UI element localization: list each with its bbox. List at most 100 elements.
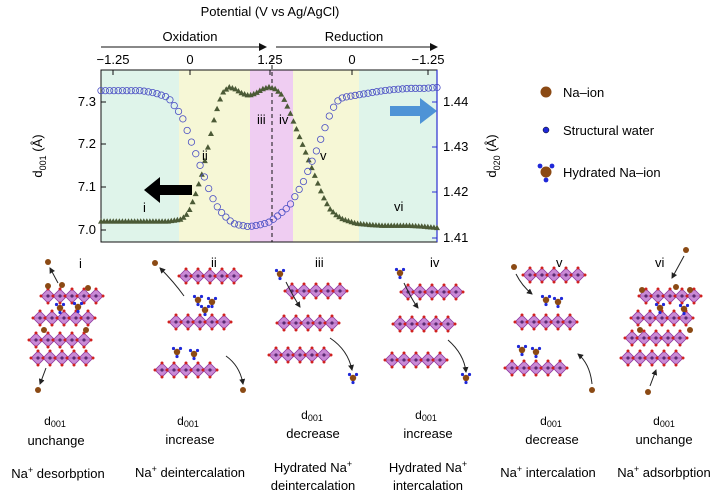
d001-point — [189, 198, 196, 205]
d020-point — [295, 185, 303, 194]
d020-point — [222, 213, 230, 221]
panel-iv-change: increase — [403, 426, 452, 441]
panel-roman-i: i — [79, 256, 82, 271]
right-axis-label: d020 (Å) — [484, 134, 502, 177]
d020-point — [411, 84, 420, 93]
left-tick-marks — [101, 101, 106, 231]
d020-point — [317, 135, 325, 143]
top-tick-4: 0 — [348, 52, 355, 67]
panel-iv-d: d001 — [415, 408, 437, 423]
d020-point — [429, 84, 437, 92]
blue-arrow — [390, 98, 437, 124]
d020-point — [239, 222, 247, 230]
d001-point — [314, 180, 321, 186]
chart-region-iv: iv — [279, 112, 289, 127]
d020-point — [200, 173, 208, 181]
d020-point — [183, 126, 191, 135]
d020-point — [360, 90, 368, 98]
right-tick-2: 1.42 — [443, 184, 468, 199]
d020-point — [291, 193, 299, 201]
d001-point — [296, 133, 303, 140]
d020-point — [386, 86, 394, 94]
d020-point — [252, 221, 260, 230]
schematics — [27, 247, 703, 395]
d020-point — [286, 200, 295, 208]
d020-point — [407, 84, 415, 93]
right-tick-1: 1.41 — [443, 230, 468, 245]
panel-iii-d: d001 — [301, 408, 323, 423]
d020-point — [170, 102, 178, 110]
right-tick-marks — [432, 101, 437, 239]
panel-iv-process-line2: intercalation — [393, 478, 463, 493]
d001-series — [98, 83, 440, 231]
d001-point — [180, 214, 187, 220]
d001-point — [327, 206, 334, 212]
legend-hydrated-na-ion: Hydrated Na–ion — [563, 165, 661, 180]
d001-point — [217, 96, 224, 102]
d020-series — [97, 83, 441, 231]
d020-point — [355, 91, 364, 99]
top-axis-title: Potential (V vs Ag/AgCl) — [201, 4, 340, 19]
d020-point — [351, 91, 359, 100]
d001-point — [207, 130, 214, 137]
d020-point — [377, 87, 385, 95]
region-backgrounds — [101, 70, 437, 242]
d020-point — [325, 112, 333, 120]
schematic-i — [27, 259, 105, 393]
d020-point — [213, 203, 221, 211]
structural-water-icon — [542, 126, 550, 134]
d020-point — [187, 138, 196, 146]
right-tick-4: 1.44 — [443, 94, 468, 109]
d020-point — [110, 87, 118, 95]
d020-point — [321, 124, 329, 132]
d001-point — [204, 144, 211, 150]
d020-point — [149, 88, 157, 97]
d020-point — [390, 85, 398, 94]
d001-point — [232, 86, 239, 92]
d020-point — [230, 220, 239, 228]
panel-vi-process: Na+ adsorbption — [617, 464, 710, 480]
legend-structural-water: Structural water — [563, 123, 655, 138]
d001-point — [275, 88, 282, 94]
d020-point — [330, 103, 338, 111]
d001-point — [324, 200, 331, 207]
d020-point — [153, 90, 161, 98]
d001-point — [183, 211, 190, 217]
d020-point — [140, 87, 148, 95]
d020-point — [381, 86, 389, 95]
d001-point — [220, 89, 227, 95]
d001-point — [336, 213, 343, 220]
top-tick-2: 0 — [186, 52, 193, 67]
d020-point — [114, 87, 122, 95]
left-tick-labels: 7.0 7.1 7.2 7.3 — [78, 94, 96, 237]
d001-point — [198, 171, 205, 177]
panel-iii-change: decrease — [286, 426, 339, 441]
d020-point — [256, 221, 264, 229]
d001-point — [308, 164, 315, 171]
d001-point — [434, 224, 440, 231]
d001-point — [281, 96, 288, 102]
d001-point — [320, 194, 327, 201]
d020-point — [118, 87, 127, 95]
chart-region-v: v — [320, 148, 327, 163]
d020-point — [424, 84, 432, 92]
panel-v-process: Na+ intercalation — [500, 464, 596, 480]
d001-point — [195, 181, 202, 187]
d001-point — [290, 118, 297, 124]
oxidation-label: Oxidation — [163, 29, 218, 44]
panel-i-change: unchange — [27, 433, 84, 448]
schematic-vi — [619, 247, 703, 395]
panel-iii-process: Hydrated Na+ — [274, 459, 352, 475]
d001-point — [333, 211, 340, 218]
d001-point — [317, 188, 324, 194]
d020-point — [394, 85, 402, 93]
legend-na-ion: Na–ion — [563, 85, 604, 100]
d001-point — [211, 117, 218, 123]
d020-point — [136, 87, 144, 95]
top-tick-1: −1.25 — [97, 52, 130, 67]
d001-point — [250, 90, 257, 97]
panel-vi-change: unchange — [635, 432, 692, 447]
d020-point — [312, 147, 320, 155]
d020-point — [282, 205, 290, 213]
